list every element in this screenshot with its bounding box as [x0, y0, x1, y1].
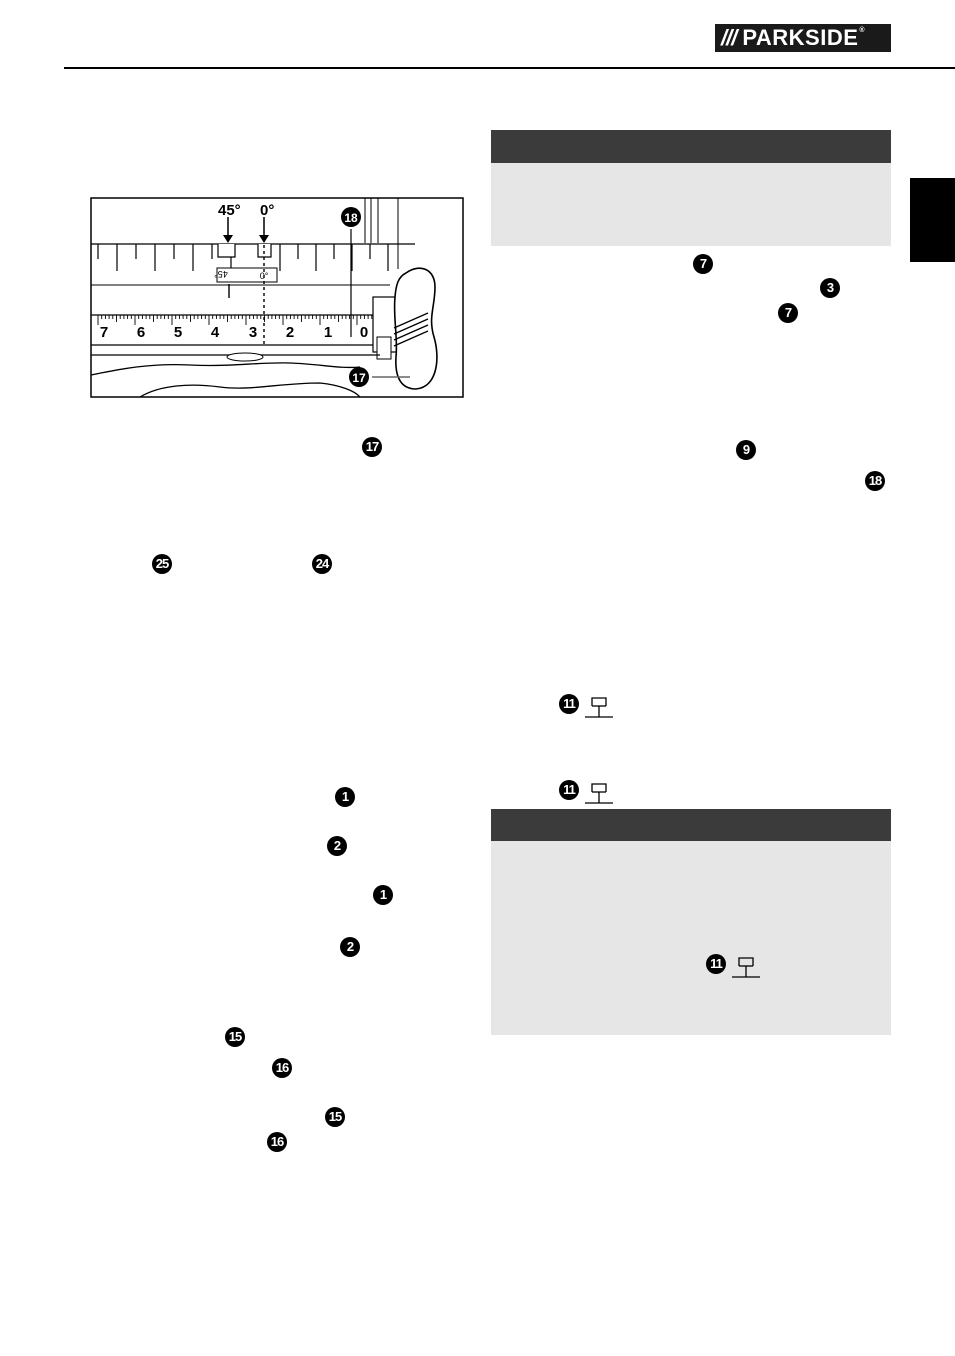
base-curve-2	[139, 382, 361, 398]
small-label-box	[216, 267, 278, 283]
pendulum-stroke-icon	[585, 783, 613, 804]
knob-grip	[393, 312, 429, 347]
ref-badge-24: 24	[312, 554, 332, 574]
ref-badge-1: 1	[373, 885, 393, 905]
scale-number: 6	[137, 324, 145, 341]
lower-ticks	[97, 315, 380, 325]
ref-badge-15: 15	[225, 1027, 245, 1047]
scale-numbers: 7 6 5 4 3 2 1 0	[100, 324, 368, 341]
header-rule	[64, 67, 955, 69]
logo-registered-mark: ®	[859, 27, 866, 34]
ref-badge-2: 2	[327, 836, 347, 856]
pendulum-stroke-icon	[732, 957, 760, 978]
knob-stem	[376, 336, 392, 360]
ref-badge-1: 1	[335, 787, 355, 807]
lock-knob	[393, 267, 438, 390]
pendulum-stroke-icon	[585, 697, 613, 718]
ref-badge-25: 25	[152, 554, 172, 574]
scale-number: 7	[100, 324, 108, 341]
notch-45	[217, 244, 236, 258]
level-bubble	[226, 352, 264, 362]
notice-panel-body	[491, 163, 891, 246]
ref-badge-2: 2	[340, 937, 360, 957]
scale-number: 1	[324, 324, 332, 341]
notice-panel-header	[491, 130, 891, 163]
ref-badge-11: 11	[559, 780, 579, 800]
ref-badge-16: 16	[267, 1132, 287, 1152]
callout-18-text: 18	[344, 211, 358, 225]
ref-badge-7: 7	[778, 303, 798, 323]
arrow-45-head	[223, 235, 233, 243]
ref-badge-16: 16	[272, 1058, 292, 1078]
callout-18-badge	[341, 207, 361, 227]
notice-panel-header	[491, 809, 891, 841]
base-curve-1	[90, 362, 361, 376]
ref-badge-15: 15	[325, 1107, 345, 1127]
ref-badge-17: 17	[362, 437, 382, 457]
label-0: 0°	[260, 202, 274, 219]
language-tab	[910, 178, 955, 262]
callout-17-text: 17	[352, 371, 366, 385]
label-45: 45°	[218, 202, 241, 219]
scale-number: 4	[211, 324, 220, 341]
callout-17-badge	[349, 367, 369, 387]
scale-number: 2	[286, 324, 294, 341]
ref-badge-7: 7	[693, 254, 713, 274]
notice-panel-body: 11	[491, 841, 891, 1035]
scale-number: 5	[174, 324, 182, 341]
logo-slashes: ///	[721, 25, 737, 50]
logo-text: PARKSIDE	[742, 25, 859, 50]
ref-badge-11: 11	[706, 954, 726, 974]
scale-number: 3	[249, 324, 257, 341]
ref-badge-9: 9	[736, 440, 756, 460]
scale-number: 0	[360, 324, 368, 341]
small-label-45: 45°	[214, 269, 228, 279]
parkside-logo: /// PARKSIDE ®	[715, 24, 891, 52]
ref-badge-11: 11	[559, 694, 579, 714]
ref-badge-3: 3	[820, 278, 840, 298]
ref-badge-18: 18	[865, 471, 885, 491]
